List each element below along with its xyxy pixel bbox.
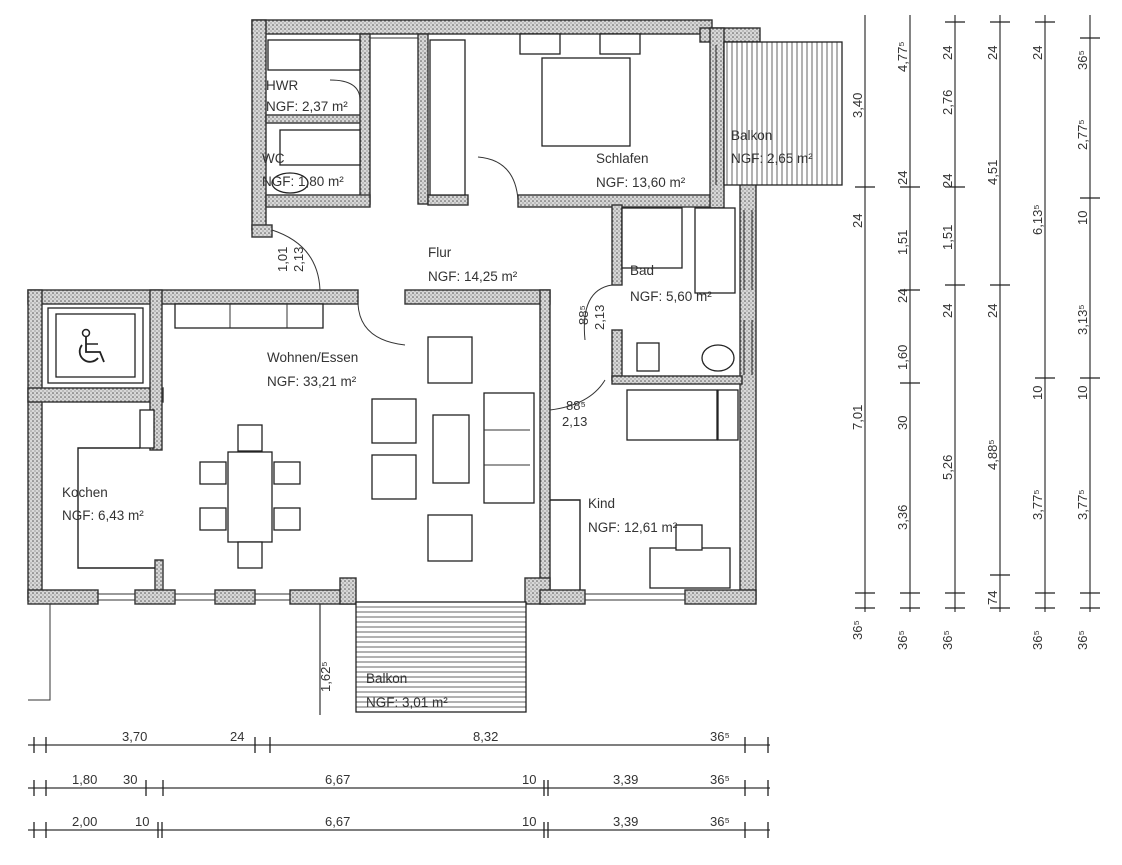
svg-text:30: 30 [895, 416, 910, 430]
svg-text:1,62⁵: 1,62⁵ [318, 661, 333, 692]
svg-text:24: 24 [850, 214, 865, 228]
svg-text:36⁵: 36⁵ [710, 772, 730, 787]
svg-text:10: 10 [1075, 386, 1090, 400]
svg-text:3,39: 3,39 [613, 814, 638, 829]
svg-text:6,67: 6,67 [325, 772, 350, 787]
svg-text:10: 10 [1030, 386, 1045, 400]
svg-text:2,00: 2,00 [72, 814, 97, 829]
svg-text:24: 24 [230, 729, 244, 744]
svg-text:7,01: 7,01 [850, 405, 865, 430]
room-balkon-bottom-area: NGF: 3,01 m² [366, 695, 448, 710]
svg-text:36⁵: 36⁵ [1075, 630, 1090, 650]
svg-text:2,13: 2,13 [291, 247, 306, 272]
room-wohnen-name: Wohnen/Essen [267, 350, 358, 365]
svg-text:36⁵: 36⁵ [1075, 50, 1090, 70]
svg-text:6,13⁵: 6,13⁵ [1030, 204, 1045, 235]
svg-text:2,77⁵: 2,77⁵ [1075, 119, 1090, 150]
svg-text:24: 24 [985, 304, 1000, 318]
svg-text:1,60: 1,60 [895, 345, 910, 370]
svg-text:36⁵: 36⁵ [850, 620, 865, 640]
svg-text:36⁵: 36⁵ [940, 630, 955, 650]
room-kind-area: NGF: 12,61 m² [588, 520, 678, 535]
doors [271, 79, 613, 411]
svg-text:3,77⁵: 3,77⁵ [1075, 489, 1090, 520]
room-balkon-bottom-name: Balkon [366, 671, 407, 686]
room-wc-area: NGF: 1,80 m² [262, 174, 344, 189]
svg-text:3,36: 3,36 [895, 505, 910, 530]
room-flur-name: Flur [428, 245, 452, 260]
right-dimension-chains: 3,40 24 7,01 36⁵ 4,77⁵ 24 1,51 24 1,60 3… [850, 15, 1100, 650]
room-hwr-name: HWR [266, 78, 298, 93]
svg-text:3,39: 3,39 [613, 772, 638, 787]
svg-text:24: 24 [895, 289, 910, 303]
svg-text:1,51: 1,51 [940, 225, 955, 250]
svg-text:36⁵: 36⁵ [710, 729, 730, 744]
svg-text:24: 24 [940, 46, 955, 60]
svg-text:36⁵: 36⁵ [710, 814, 730, 829]
svg-text:24: 24 [985, 46, 1000, 60]
wheelchair-accessible-icon [47, 307, 144, 384]
svg-text:1,80: 1,80 [72, 772, 97, 787]
room-flur-area: NGF: 14,25 m² [428, 269, 518, 284]
svg-text:24: 24 [940, 174, 955, 188]
windows [98, 37, 753, 601]
svg-text:3,77⁵: 3,77⁵ [1030, 489, 1045, 520]
svg-text:36⁵: 36⁵ [1030, 630, 1045, 650]
room-bad-area: NGF: 5,60 m² [630, 289, 712, 304]
door-dimension-labels: 1,01 2,13 88⁵ 2,13 88⁵ 2,13 1,62⁵ [275, 247, 607, 715]
room-balkon-top-area: NGF: 2,65 m² [731, 151, 813, 166]
svg-text:10: 10 [135, 814, 149, 829]
svg-text:5,26: 5,26 [940, 455, 955, 480]
furniture [28, 33, 739, 701]
svg-text:36⁵: 36⁵ [895, 630, 910, 650]
svg-text:2,13: 2,13 [592, 305, 607, 330]
room-hwr-area: NGF: 2,37 m² [266, 99, 348, 114]
svg-text:8,32: 8,32 [473, 729, 498, 744]
room-bad-name: Bad [630, 263, 654, 278]
svg-text:3,40: 3,40 [850, 93, 865, 118]
svg-text:4,51: 4,51 [985, 160, 1000, 185]
svg-text:10: 10 [522, 772, 536, 787]
svg-text:24: 24 [940, 304, 955, 318]
svg-text:4,77⁵: 4,77⁵ [895, 41, 910, 72]
svg-text:3,70: 3,70 [122, 729, 147, 744]
room-labels: HWR NGF: 2,37 m² WC NGF: 1,80 m² Schlafe… [62, 78, 813, 710]
svg-text:2,76: 2,76 [940, 90, 955, 115]
svg-text:1,51: 1,51 [895, 230, 910, 255]
room-kind-name: Kind [588, 496, 615, 511]
svg-text:88⁵: 88⁵ [576, 305, 591, 325]
svg-text:30: 30 [123, 772, 137, 787]
room-schlafen-area: NGF: 13,60 m² [596, 175, 686, 190]
svg-text:88⁵: 88⁵ [566, 398, 586, 413]
svg-text:3,13⁵: 3,13⁵ [1075, 304, 1090, 335]
room-kochen-name: Kochen [62, 485, 108, 500]
svg-text:24: 24 [1030, 46, 1045, 60]
room-kochen-area: NGF: 6,43 m² [62, 508, 144, 523]
room-wc-name: WC [262, 151, 285, 166]
bottom-dimension-chains: 3,70 24 8,32 36⁵ 1,80 30 6,67 10 3,39 36… [28, 729, 770, 838]
svg-text:6,67: 6,67 [325, 814, 350, 829]
svg-text:1,01: 1,01 [275, 247, 290, 272]
svg-text:24: 24 [895, 171, 910, 185]
svg-text:10: 10 [1075, 211, 1090, 225]
balcony-top [723, 41, 843, 186]
room-wohnen-area: NGF: 33,21 m² [267, 374, 357, 389]
svg-text:2,13: 2,13 [562, 414, 587, 429]
svg-text:4,88⁵: 4,88⁵ [985, 439, 1000, 470]
svg-text:10: 10 [522, 814, 536, 829]
balcony-bottom [355, 601, 527, 713]
svg-text:74: 74 [985, 591, 1000, 605]
room-schlafen-name: Schlafen [596, 151, 649, 166]
room-balkon-top-name: Balkon [731, 128, 772, 143]
